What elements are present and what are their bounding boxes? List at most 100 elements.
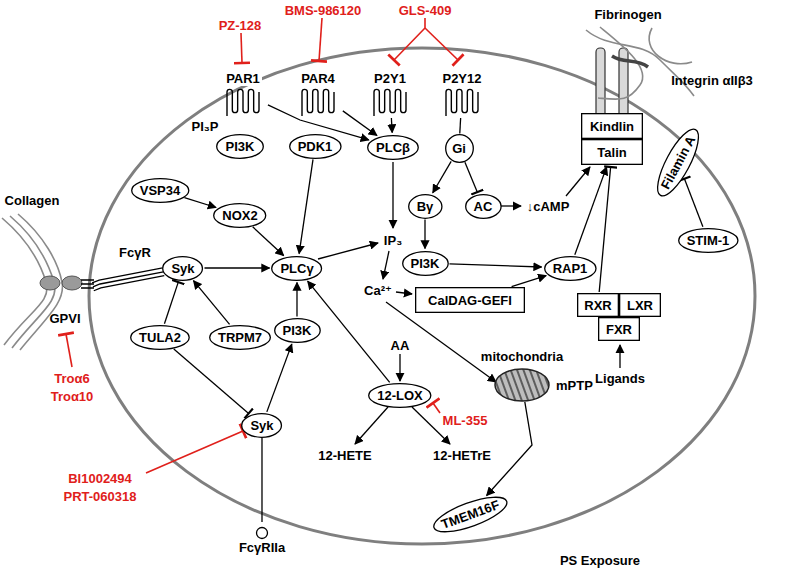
drug-label: PZ-128 [219, 18, 262, 33]
signal-connector [299, 159, 313, 253]
signal-connector [267, 344, 292, 412]
drug-label: GLS-409 [399, 3, 452, 18]
protein-oval: PDK1 [289, 134, 342, 159]
protein-oval: TMEM16F [429, 489, 511, 539]
pathway-label: AA [391, 338, 410, 353]
protein-oval: PLCγ [271, 256, 322, 281]
protein-box: Talin [581, 139, 643, 165]
fc-receptor: FcγRIIa [235, 523, 289, 557]
node-label: PLCγ [280, 261, 313, 276]
node-label: TRPM7 [218, 330, 262, 345]
node-label: VSP34 [140, 183, 180, 198]
receptor: PAR1 [219, 69, 267, 117]
receptor: P2Y1 [366, 69, 414, 117]
receptor-box: FXR [598, 317, 640, 341]
pathway-label: PI₃P [192, 119, 219, 134]
node-label: mitochondria [481, 349, 563, 364]
node-label: PLCβ [376, 140, 410, 155]
node-label: RXR [584, 298, 611, 313]
drug-label: PRT-060318 [64, 489, 137, 504]
signal-connector [487, 402, 532, 496]
receptor-head [254, 526, 270, 540]
node-label: PDK1 [298, 139, 333, 154]
pathway-label: ↓cAMP [527, 199, 570, 214]
signal-connector [459, 118, 461, 134]
protein-oval: PLCβ [367, 135, 419, 160]
side-label: mPTP [556, 378, 593, 393]
protein-oval: PI3K [216, 134, 264, 159]
gpvi-domain [40, 276, 60, 290]
signal-connector [261, 438, 262, 523]
receptor: PAR4 [294, 69, 342, 117]
integrin [596, 48, 628, 120]
pathway-label: Collagen [5, 193, 60, 208]
drug-label: Troα6 [54, 371, 89, 386]
gpvi-receptor [40, 276, 94, 290]
inhibition-connector [174, 349, 249, 414]
signal-connector [204, 267, 269, 268]
pathway-label: IP₃ [384, 233, 402, 248]
cell-membrane [89, 48, 755, 544]
node-label: Gi [452, 141, 466, 156]
receptor-icon [370, 86, 410, 116]
receptor-box: LXR [619, 293, 661, 317]
pathway-label: FcγR [119, 245, 151, 260]
inhibitor-line [66, 18, 458, 473]
receptor-strand [92, 268, 163, 283]
protein-circle: Gi [445, 134, 474, 163]
node-label: 12-LOX [377, 388, 423, 403]
protein-oval: Syk [241, 413, 282, 438]
signal-connector [296, 283, 297, 317]
protein-oval: TRPM7 [209, 325, 271, 350]
protein-oval: AC [465, 194, 502, 219]
node-label: AC [474, 199, 493, 214]
receptor-box: RXR [577, 293, 619, 317]
node-label: PI3K [226, 139, 255, 154]
pathway-label: 12-HETrE [433, 448, 491, 463]
protein-oval: NOX2 [213, 203, 266, 228]
node-label: P2Y12 [440, 71, 483, 86]
protein-box: CalDAG-GEFI [415, 287, 525, 313]
node-label: Kindlin [590, 119, 634, 134]
node-label: PI3K [411, 256, 440, 271]
pathway-label: PS Exposure [560, 553, 640, 568]
node-label: NOX2 [222, 208, 257, 223]
integrin-rod [619, 48, 628, 120]
pathway-label: Ligands [595, 371, 645, 386]
protein-oval: TULA2 [130, 325, 190, 350]
integrin-rod [596, 48, 605, 120]
signal-connector [575, 167, 607, 255]
pathway-label: Ca²⁺ [364, 283, 392, 298]
drug-label: Troα10 [51, 389, 94, 404]
signal-connector [343, 111, 377, 136]
receptor-icon [298, 86, 338, 116]
protein-oval: Syk [162, 256, 203, 281]
protein-oval: Bγ [408, 194, 443, 219]
node-label: Bγ [417, 199, 434, 214]
signal-connector [193, 281, 229, 325]
pathway-label: 12-HETE [318, 448, 371, 463]
inhibition-connector [684, 179, 702, 227]
drug-label: ML-355 [443, 413, 488, 428]
drug-label: BMS-986120 [285, 3, 362, 18]
gpvi-domain [62, 276, 82, 290]
protein-oval: 12-LOX [368, 383, 432, 408]
node-label: CalDAG-GEFI [428, 293, 512, 308]
signal-connector [512, 276, 547, 287]
node-label: GPVI [49, 311, 80, 326]
signal-connector [424, 220, 425, 249]
receptor-strand [94, 276, 165, 291]
signal-connector [184, 198, 216, 208]
protein-oval: RAP1 [544, 256, 597, 281]
inhibition-connector [164, 282, 178, 324]
receptor: P2Y12 [437, 69, 486, 117]
protein-box: Kindlin [581, 113, 643, 139]
node-label: PAR1 [224, 71, 262, 86]
protein-oval: PI3K [402, 251, 449, 276]
pathway-label: Fibrinogen [594, 7, 661, 22]
node-label: FcγRIIa [239, 540, 285, 555]
mitochondrion: mitochondria mPTP [481, 349, 595, 402]
protein-oval: PI3K [274, 318, 321, 343]
node-label: STIM-1 [687, 233, 730, 248]
signal-connector [253, 227, 284, 256]
